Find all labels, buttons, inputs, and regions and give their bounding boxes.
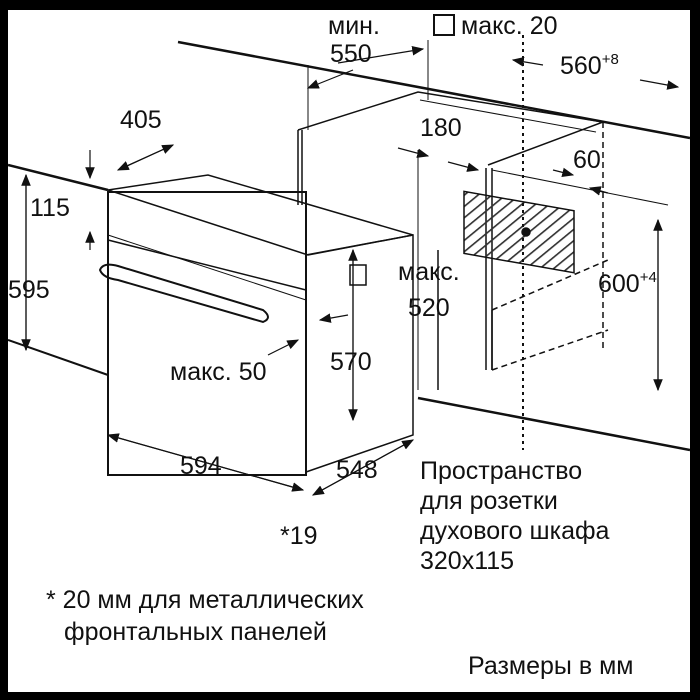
label-115: 115	[30, 194, 70, 222]
oven-handle	[98, 263, 269, 324]
d560-value: 560	[560, 52, 602, 80]
label-594: 594	[180, 452, 222, 480]
installation-diagram: мин. 550 макс. 20 560+8 405 180 60 115 5…	[8, 10, 690, 692]
label-max520-a: макс.	[398, 258, 460, 286]
oven	[98, 174, 414, 476]
square-icon	[433, 14, 455, 36]
label-180: 180	[420, 114, 462, 142]
socket-note: Пространство для розетки духового шкафа …	[420, 456, 609, 576]
max20-text: макс. 20	[461, 12, 558, 40]
label-550: 550	[330, 40, 372, 68]
socket-note-line: для розетки	[420, 487, 558, 515]
socket-note-line: духового шкафа	[420, 517, 610, 545]
label-max20: макс. 20	[433, 14, 558, 39]
label-548: 548	[336, 456, 378, 484]
socket-area	[463, 190, 575, 274]
footnote-line: * 20 мм для металлических	[46, 586, 364, 614]
label-560: 560+8	[560, 51, 619, 80]
label-600: 600+4	[598, 269, 657, 298]
label-595: 595	[8, 276, 50, 304]
socket-note-line: 320x115	[420, 547, 515, 575]
label-60: 60	[573, 146, 601, 174]
units-note: Размеры в мм	[468, 652, 634, 680]
d600-tolerance: +4	[639, 269, 657, 286]
socket-note-line: Пространство	[420, 457, 583, 485]
label-405: 405	[120, 106, 162, 134]
label-min: мин.	[328, 12, 380, 40]
cabinet-niche	[297, 91, 669, 390]
label-max50: макс. 50	[170, 358, 267, 386]
label-19: *19	[280, 522, 318, 550]
footnote-line: фронтальных панелей	[64, 618, 327, 646]
label-570: 570	[330, 348, 372, 376]
oven-drawing	[8, 35, 690, 496]
d560-tolerance: +8	[601, 51, 619, 68]
label-max520-b: 520	[408, 294, 450, 322]
footnote: * 20 мм для металлических фронтальных па…	[46, 584, 364, 648]
d600-value: 600	[598, 270, 640, 298]
